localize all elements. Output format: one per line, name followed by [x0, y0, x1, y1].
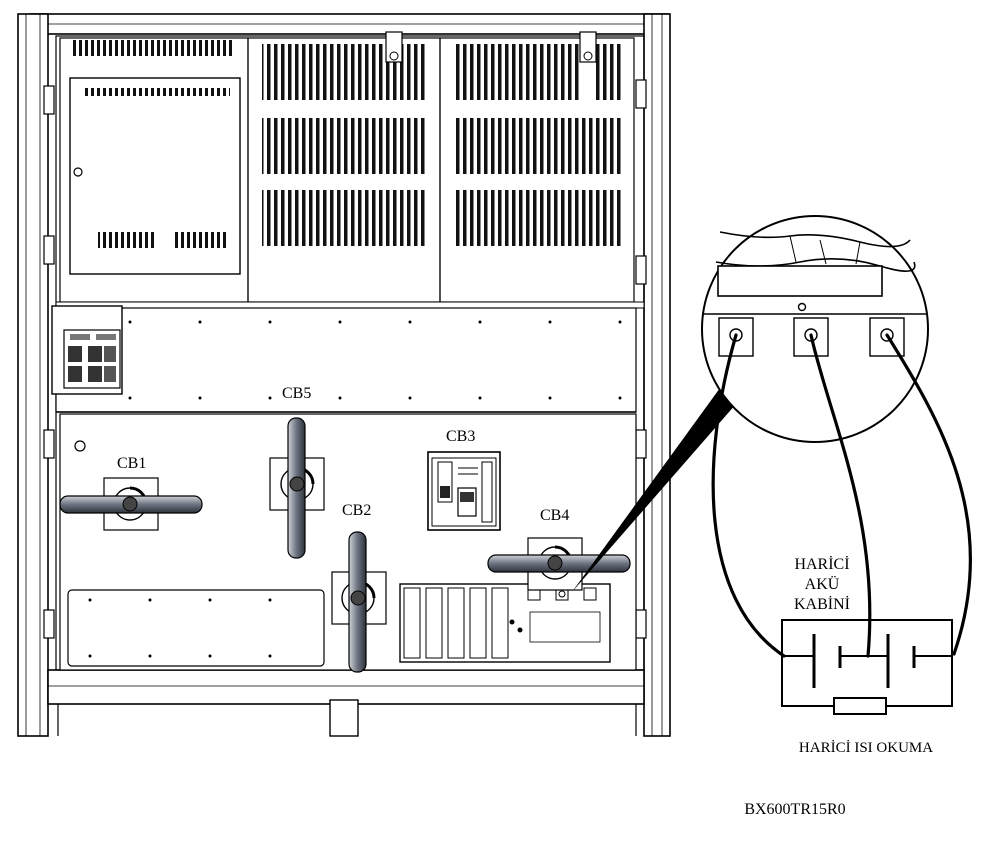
cb5-label: CB5: [282, 385, 311, 402]
battery-wires: [711, 333, 972, 658]
model-code-label: BX600TR15R0: [744, 801, 845, 818]
zoom-callout-pointer: [572, 388, 736, 592]
cb4-label: CB4: [540, 507, 569, 524]
cb2-breaker: [331, 531, 387, 673]
cb5-breaker: [269, 417, 325, 559]
cabinet-frame: [17, 13, 671, 737]
top-vent-section: [55, 31, 645, 309]
cb1-breaker: [59, 477, 203, 531]
battery-cabinet-symbol: [781, 619, 953, 715]
battery-cabinet-label-line3: KABİNİ: [794, 595, 850, 613]
cb4-breaker: [487, 537, 631, 591]
cb3-label: CB3: [446, 428, 475, 445]
cb2-label: CB2: [342, 502, 371, 519]
zoom-callout-circle: [701, 215, 929, 443]
temperature-reading-label: HARİCİ ISI OKUMA: [799, 740, 933, 756]
middle-panel: [51, 305, 637, 413]
cb1-label: CB1: [117, 455, 146, 472]
battery-cabinet-label-line1: HARİCİ: [794, 555, 849, 573]
battery-cabinet-label-line2: AKÜ: [805, 575, 840, 593]
cb3-breaker: [427, 451, 501, 531]
